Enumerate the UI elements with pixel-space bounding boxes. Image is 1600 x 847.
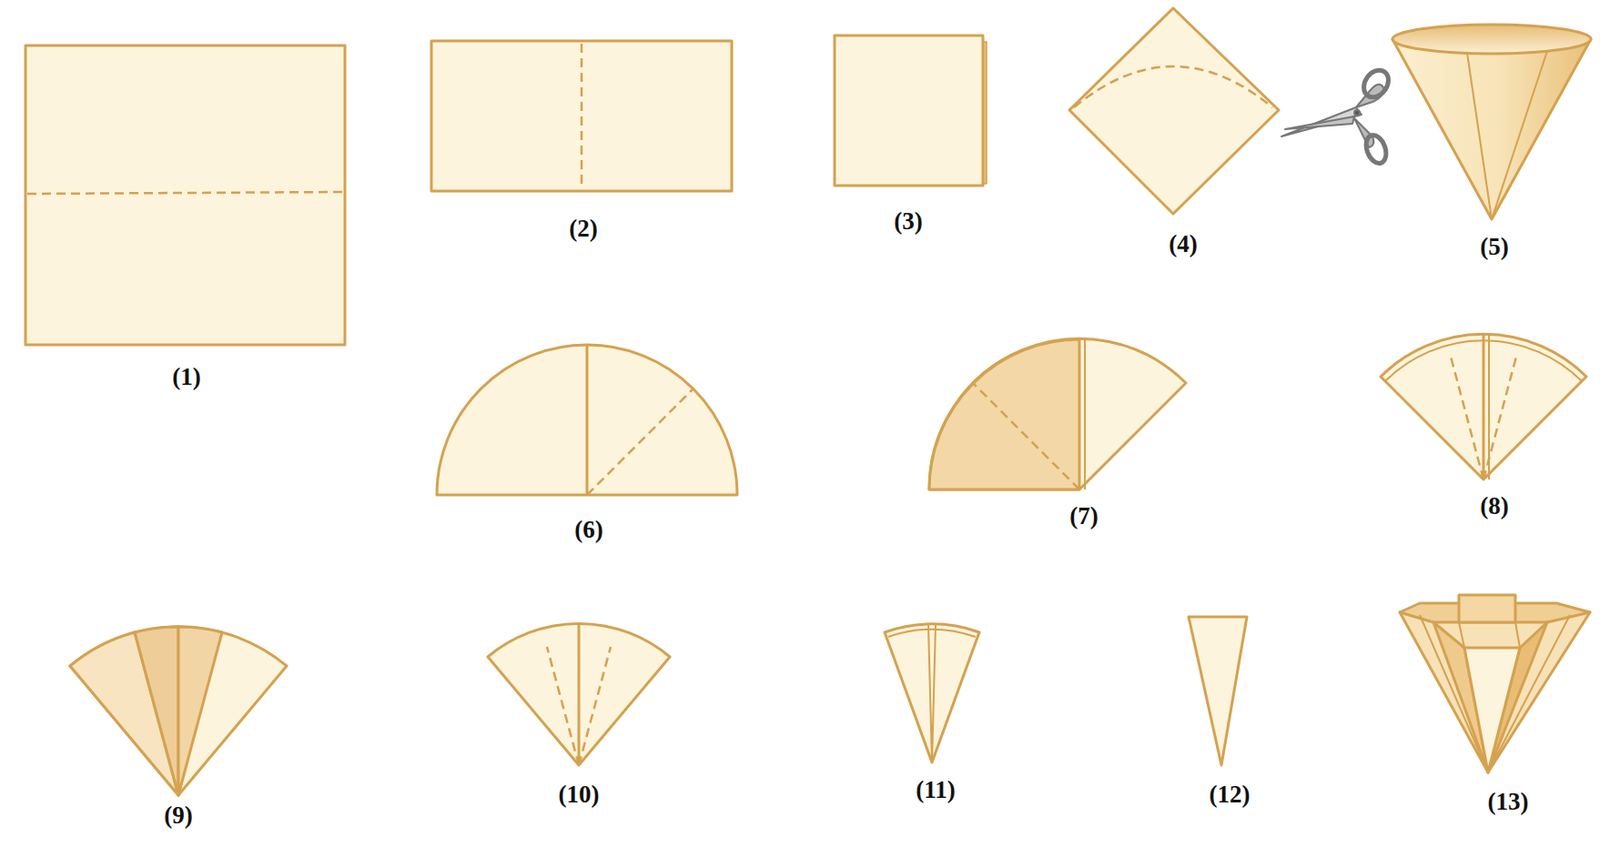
folded-sheet [431,40,732,192]
finished-cup [1399,595,1590,773]
semicircle [436,344,738,496]
step-number: (1) [172,364,201,390]
step-number: (4) [1168,232,1197,257]
folded-fan [70,627,287,796]
step-number: (6) [574,517,603,543]
paper-cone [1392,39,1591,220]
step-number: (5) [1479,234,1509,260]
folded-sector [1380,334,1587,480]
step-number: (2) [568,216,598,242]
folded-sector [929,338,1186,490]
folded-strip [1188,617,1247,766]
scissors [1281,65,1394,166]
step-number: (3) [893,209,922,234]
step-number: (7) [1069,504,1098,529]
folded-fan [487,623,670,766]
folded-square [834,35,983,186]
step-number: (12) [1209,782,1251,808]
step-number: (9) [163,803,193,829]
step-number: (10) [558,782,600,808]
narrow-fan [884,624,980,763]
step-number: (8) [1479,494,1509,519]
step-number: (13) [1488,789,1530,815]
diamond-square [1069,8,1279,214]
step-number: (11) [915,778,956,803]
paper-sheet [25,45,345,345]
